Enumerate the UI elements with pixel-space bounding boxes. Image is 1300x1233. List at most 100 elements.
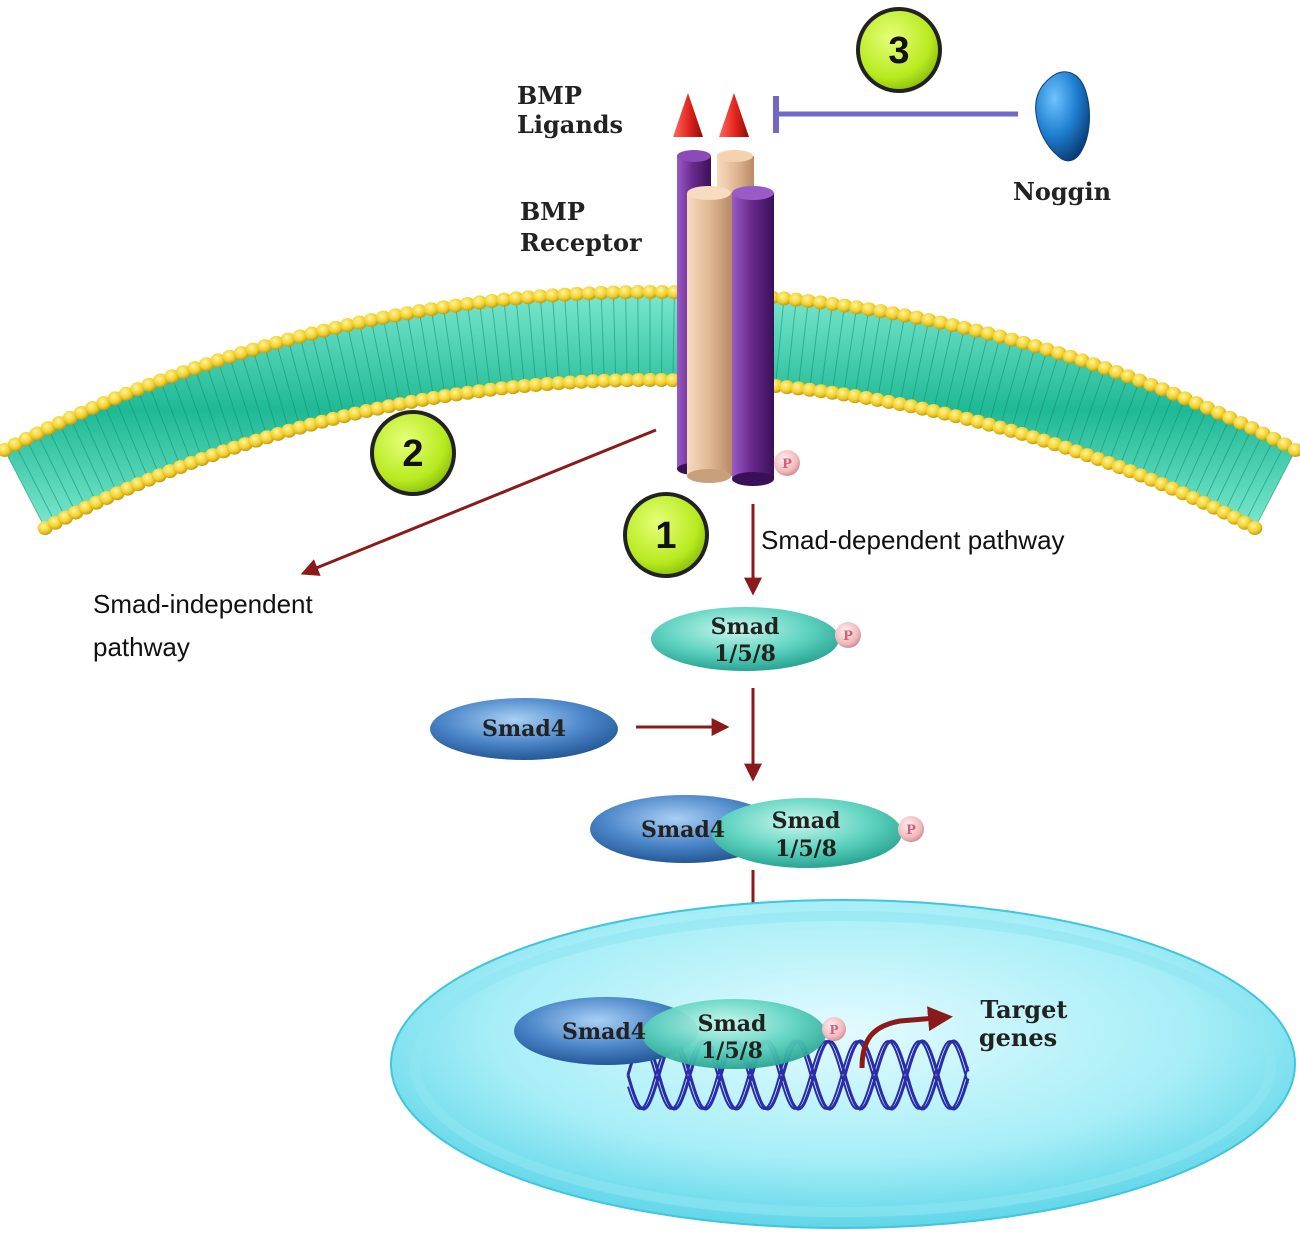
- lipid-tail: [515, 302, 525, 383]
- smad158-phosphorylated: P Smad 1/5/8: [651, 607, 861, 671]
- lipid-head: [802, 382, 818, 397]
- lipid-tail: [967, 337, 988, 416]
- lipid-head: [1233, 415, 1249, 430]
- lipid-tail: [588, 297, 594, 378]
- lipid-head: [581, 286, 597, 301]
- lipid-tail: [276, 346, 300, 424]
- lipid-tail: [195, 371, 223, 448]
- lipid-tail: [104, 406, 138, 481]
- lipid-head: [187, 361, 203, 376]
- lipid-head: [544, 288, 560, 303]
- lipid-head: [562, 375, 578, 390]
- lipid-head: [665, 373, 681, 388]
- lipid-head: [1143, 377, 1159, 392]
- lipid-tail: [600, 296, 605, 377]
- lipid-head: [73, 405, 89, 420]
- lipid-head: [790, 381, 806, 396]
- lipid-tail: [359, 326, 378, 405]
- lipid-head: [415, 392, 431, 407]
- lipid-tail: [335, 331, 355, 410]
- lipid-head: [881, 394, 897, 409]
- lipid-head: [1132, 373, 1148, 388]
- lipid-head: [280, 332, 296, 347]
- lipid-head: [482, 382, 498, 397]
- smad158-label-line2: 1/5/8: [701, 1038, 763, 1064]
- lipid-tail: [1011, 349, 1035, 428]
- lipid-head: [85, 400, 101, 415]
- smad4-label: Smad4: [562, 1019, 646, 1045]
- lipid-tail: [528, 301, 536, 382]
- lipid-head: [1027, 339, 1043, 354]
- lipid-head: [292, 329, 308, 344]
- lipid-tail: [922, 326, 941, 405]
- lipid-head: [435, 300, 451, 315]
- lipid-head: [141, 377, 157, 392]
- lipid-head: [40, 421, 56, 436]
- lipid-tail: [1256, 453, 1295, 525]
- lipid-head: [304, 326, 320, 341]
- lipid-head: [508, 291, 524, 306]
- lipid-tail: [395, 319, 412, 399]
- ligand-label-line2: Ligands: [517, 110, 623, 139]
- lipid-tail: [467, 307, 479, 388]
- lipid-tail: [1204, 426, 1240, 500]
- lipid-head: [381, 399, 397, 414]
- lipid-head: [619, 373, 635, 388]
- lipid-head: [618, 285, 634, 300]
- lipid-tail: [956, 334, 976, 413]
- lipid-head: [426, 390, 442, 405]
- ligand-label-line1: BMP: [517, 81, 582, 110]
- badge-2: 2: [370, 410, 456, 496]
- lipid-tail: [82, 416, 117, 490]
- lipid-tail: [138, 392, 169, 468]
- lipid-tail: [1044, 360, 1070, 437]
- lipid-head: [1177, 391, 1193, 406]
- lipid-head: [897, 308, 913, 323]
- lipid-head: [585, 374, 601, 389]
- lipid-head: [642, 285, 658, 299]
- lipid-tail: [503, 303, 514, 384]
- lipid-head: [528, 377, 544, 392]
- lipid-tail: [288, 343, 311, 421]
- lipid-head: [257, 339, 273, 354]
- lipid-tail: [431, 313, 445, 393]
- lipid-head: [448, 387, 464, 402]
- badge-3-label: 3: [888, 30, 909, 72]
- lipid-head: [557, 287, 573, 302]
- lipid-tail: [821, 307, 833, 388]
- membrane-lipid-tails: [3, 290, 1297, 530]
- lipid-head: [1188, 396, 1204, 411]
- lipid-head: [1120, 369, 1136, 384]
- badge-1-label: 1: [655, 515, 676, 557]
- receptor-subunit-purple-front: [732, 186, 774, 486]
- lipid-head: [837, 298, 853, 313]
- lipid-tail: [300, 340, 322, 418]
- lipid-tail: [637, 296, 640, 377]
- lipid-tail: [312, 337, 333, 416]
- lipid-tail: [564, 298, 571, 379]
- lipid-head: [387, 308, 403, 323]
- lipid-head: [539, 377, 555, 392]
- lipid-head: [471, 384, 487, 399]
- lipid-tail: [16, 447, 54, 520]
- lipid-tail: [855, 313, 869, 393]
- badge-2-label: 2: [402, 433, 423, 475]
- lipid-tail: [1152, 401, 1184, 477]
- lipid-tail: [576, 297, 582, 378]
- lipid-head: [945, 318, 961, 333]
- lipid-tail: [207, 367, 234, 445]
- target-genes-line2: genes: [979, 1023, 1057, 1052]
- lipid-tail: [660, 296, 663, 377]
- badge-1: 1: [623, 492, 709, 578]
- lipid-head: [956, 320, 972, 335]
- lipid-tail: [1225, 436, 1262, 510]
- lipid-head: [573, 374, 589, 389]
- lipid-head: [164, 369, 180, 384]
- lipid-tail: [1120, 388, 1151, 464]
- lipid-head: [505, 380, 521, 395]
- lipid-head: [370, 401, 386, 416]
- lipid-tail: [1098, 379, 1128, 456]
- smad-dependent-label: Smad-dependent pathway: [761, 525, 1065, 555]
- lipid-head: [992, 329, 1008, 344]
